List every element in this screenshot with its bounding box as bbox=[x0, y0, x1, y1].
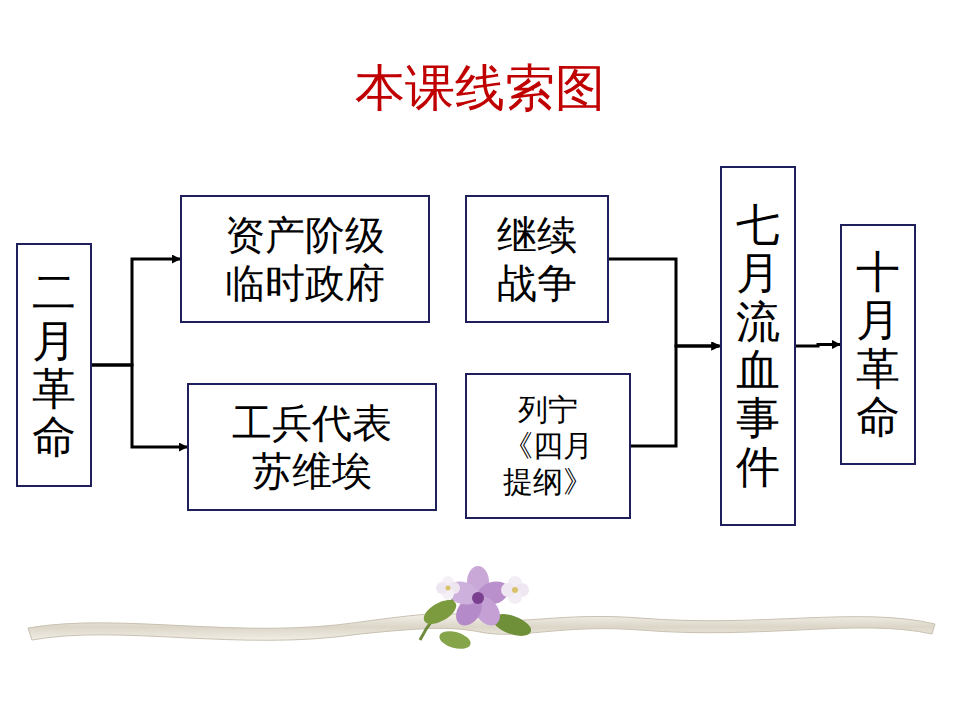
arrow-connector bbox=[631, 346, 720, 446]
arrow-connector bbox=[796, 345, 841, 347]
node-label: 继续 战争 bbox=[489, 211, 585, 307]
node-label: 七月流血事件 bbox=[736, 201, 780, 491]
diagram-title: 本课线索图 bbox=[0, 58, 960, 118]
node-label: 十月革命 bbox=[856, 248, 900, 442]
node-label: 列宁 《四月 提纲》 bbox=[485, 392, 611, 500]
arrow-connector bbox=[609, 259, 720, 346]
process-box: 列宁 《四月 提纲》 bbox=[465, 373, 631, 519]
arrow-connector bbox=[92, 365, 187, 447]
node-label: 二月革命 bbox=[32, 268, 76, 462]
process-box: 继续 战争 bbox=[465, 195, 609, 323]
process-box: 工兵代表 苏维埃 bbox=[187, 383, 437, 511]
arrow-connector bbox=[92, 259, 180, 365]
process-box: 资产阶级 临时政府 bbox=[180, 195, 430, 323]
vertical-box: 十月革命 bbox=[840, 224, 916, 465]
node-label: 工兵代表 苏维埃 bbox=[224, 399, 400, 495]
flower bbox=[420, 566, 534, 652]
node-label: 资产阶级 临时政府 bbox=[217, 211, 393, 307]
vertical-box: 七月流血事件 bbox=[720, 166, 796, 526]
vertical-box: 二月革命 bbox=[16, 243, 92, 487]
